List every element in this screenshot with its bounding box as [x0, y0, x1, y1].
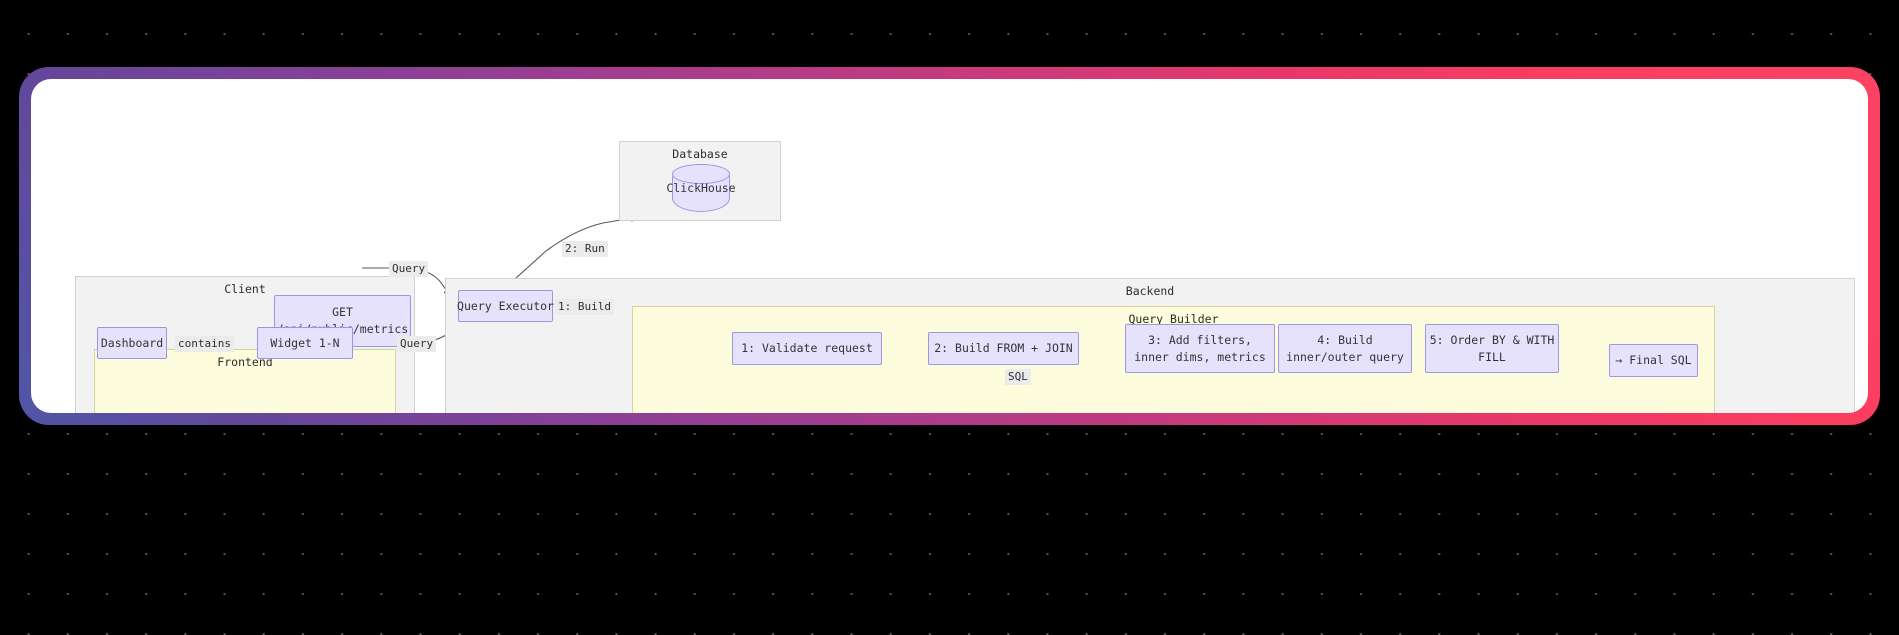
- node-step-4-line2: inner/outer query: [1286, 349, 1404, 364]
- node-query-executor[interactable]: Query Executor: [457, 290, 554, 322]
- edge-label-sql: SQL: [1005, 369, 1031, 385]
- node-step-5-line1: 5: Order BY & WITH: [1429, 332, 1555, 347]
- node-dashboard[interactable]: Dashboard: [97, 327, 167, 359]
- edge-label-build: 1: Build: [555, 299, 614, 315]
- cluster-database-label: Database: [672, 147, 728, 161]
- edge-label-run: 2: Run: [562, 241, 608, 257]
- node-step-4[interactable]: 4: Build inner/outer query: [1278, 324, 1412, 373]
- node-step-4-line1: 4: Build: [1317, 332, 1373, 347]
- node-step-1-label: 1: Validate request: [741, 341, 873, 356]
- edge-label-query-api: Query: [389, 261, 429, 277]
- edge-label-query-widget: Query: [397, 336, 437, 352]
- node-step-3[interactable]: 3: Add filters, inner dims, metrics: [1125, 324, 1275, 373]
- node-final-sql[interactable]: → Final SQL: [1609, 344, 1698, 377]
- node-step-2-label: 2: Build FROM + JOIN: [934, 341, 1073, 356]
- node-query-executor-label: Query Executor: [457, 298, 554, 313]
- gradient-frame: Client GET /api/public/metrics Frontend …: [19, 67, 1880, 425]
- cluster-query-builder-label: Query Builder: [1128, 312, 1219, 326]
- node-clickhouse-label: ClickHouse: [666, 181, 736, 195]
- cluster-client-label: Client: [224, 282, 266, 296]
- node-step-5[interactable]: 5: Order BY & WITH FILL: [1425, 324, 1559, 373]
- node-clickhouse[interactable]: ClickHouse: [666, 164, 736, 212]
- node-step-3-line1: 3: Add filters,: [1148, 332, 1252, 347]
- node-final-sql-label: → Final SQL: [1615, 353, 1692, 368]
- node-step-2[interactable]: 2: Build FROM + JOIN: [928, 332, 1079, 365]
- node-widget-label: Widget 1-N: [270, 335, 340, 350]
- diagram-canvas: Client GET /api/public/metrics Frontend …: [31, 79, 1868, 413]
- node-step-5-line2: FILL: [1478, 349, 1506, 364]
- cluster-backend-label: Backend: [1125, 284, 1175, 298]
- node-step-3-line2: inner dims, metrics: [1134, 349, 1266, 364]
- node-widget[interactable]: Widget 1-N: [257, 327, 353, 359]
- node-dashboard-label: Dashboard: [100, 335, 164, 350]
- node-step-1[interactable]: 1: Validate request: [732, 332, 882, 365]
- cluster-frontend: Frontend: [94, 349, 396, 413]
- node-get-endpoint-method: GET: [332, 305, 353, 320]
- edge-label-contains: contains: [175, 336, 234, 352]
